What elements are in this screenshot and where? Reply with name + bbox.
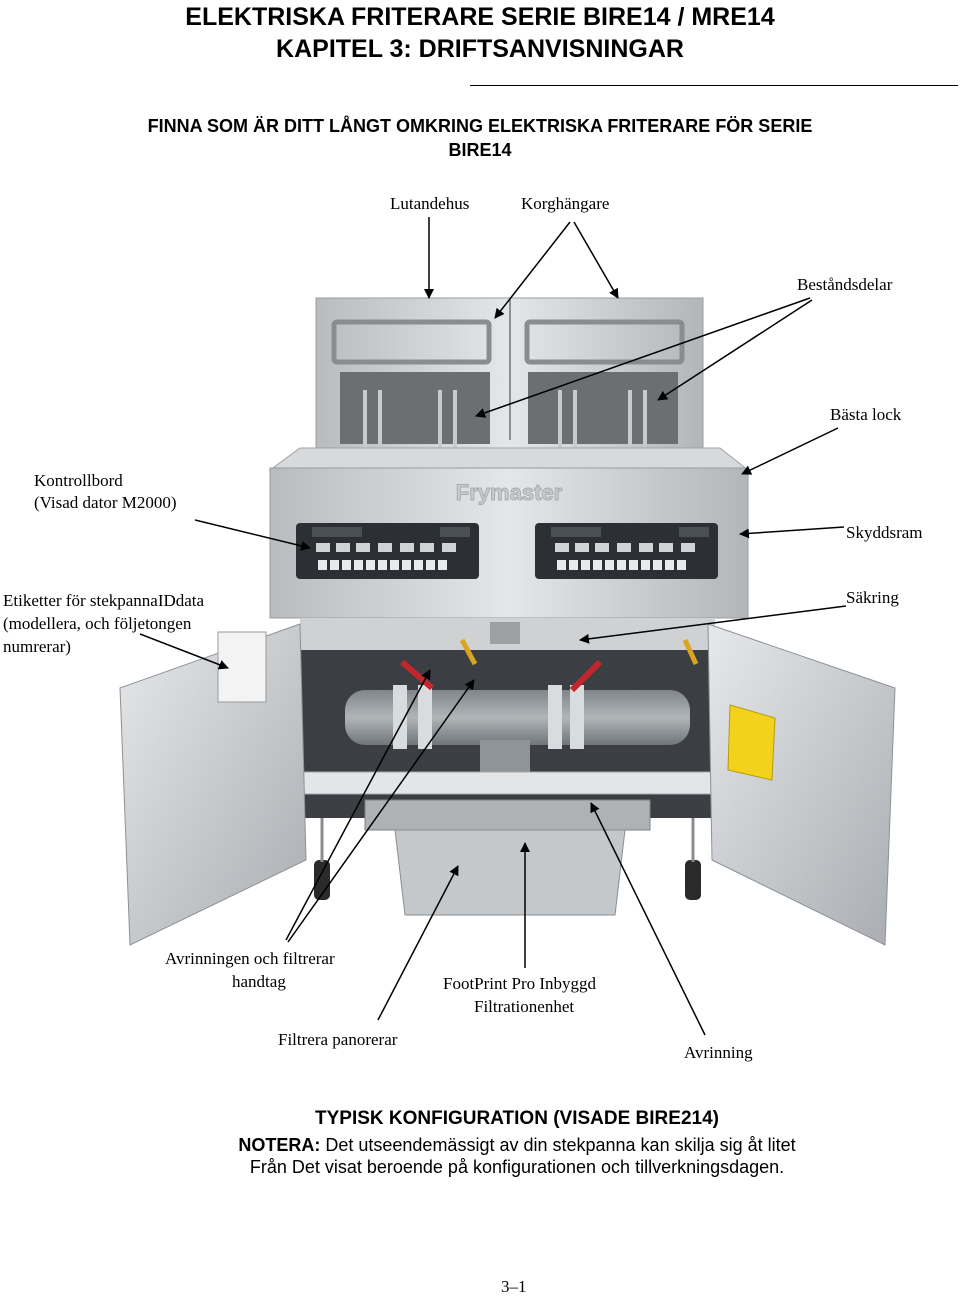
brand-logo: Frymaster [456, 480, 563, 505]
label-avrinning: Avrinning [684, 1043, 753, 1062]
document-title-line1: ELEKTRISKA FRITERARE SERIE BIRE14 / MRE1… [185, 3, 775, 31]
caption-note-text: Det utseendemässigt av din stekpanna kan… [320, 1135, 796, 1155]
drain-handle-left [400, 659, 434, 691]
controller-left [296, 523, 479, 579]
filter-pan [364, 799, 651, 831]
label-etiketter-3: numrerar) [3, 637, 71, 656]
basket-hanger-right [524, 319, 685, 365]
caption-note: NOTERA: Det utseendemässigt av din stekp… [0, 1135, 960, 1156]
label-avrinningen-1: Avrinningen och filtrerar [165, 949, 335, 968]
door-left [119, 623, 307, 946]
caption-note-label: NOTERA: [238, 1135, 321, 1155]
label-bestandsdelar: Beståndsdelar [797, 275, 893, 294]
page-number: 3–1 [501, 1277, 527, 1296]
caption-note-line2: Från Det visat beroende på konfiguration… [249, 1157, 785, 1177]
label-sakring: Säkring [846, 588, 899, 607]
label-filtrera: Filtrera panorerar [278, 1030, 398, 1049]
section-heading-line2: BIRE14 [448, 140, 512, 160]
door-right [707, 623, 896, 946]
filter-unit [394, 829, 626, 916]
label-avrinningen-2: handtag [232, 972, 286, 991]
title-rule [470, 85, 958, 86]
label-etiketter-1: Etiketter för stekpannaIDdata [3, 591, 205, 610]
label-skyddsram: Skyddsram [846, 523, 923, 542]
callout-arrows [139, 217, 847, 1036]
label-basta-lock: Bästa lock [830, 405, 902, 424]
label-footprint-2: Filtrationenhet [474, 997, 575, 1016]
label-kontrollbord-2: (Visad dator M2000) [34, 493, 177, 512]
document-title-line2: KAPITEL 3: DRIFTSANVISNINGAR [276, 35, 684, 63]
label-etiketter-2: (modellera, och följetongen [3, 614, 192, 633]
drain-handle-right [569, 659, 603, 693]
label-korghangare: Korghängare [521, 194, 610, 213]
section-heading-line1: FINNA SOM ÄR DITT LÅNGT OMKRING ELEKTRIS… [147, 116, 813, 136]
warning-label [727, 704, 776, 781]
fry-pot-left [340, 372, 490, 444]
controller-right [535, 523, 718, 579]
label-kontrollbord-1: Kontrollbord [34, 471, 123, 490]
label-lutandehus: Lutandehus [390, 194, 470, 213]
fry-pot-right [528, 372, 678, 444]
basket-hanger-left [331, 319, 492, 365]
label-footprint-1: FootPrint Pro Inbyggd [443, 974, 597, 993]
caption-title: TYPISK KONFIGURATION (VISADE BIRE214) [315, 1108, 719, 1129]
